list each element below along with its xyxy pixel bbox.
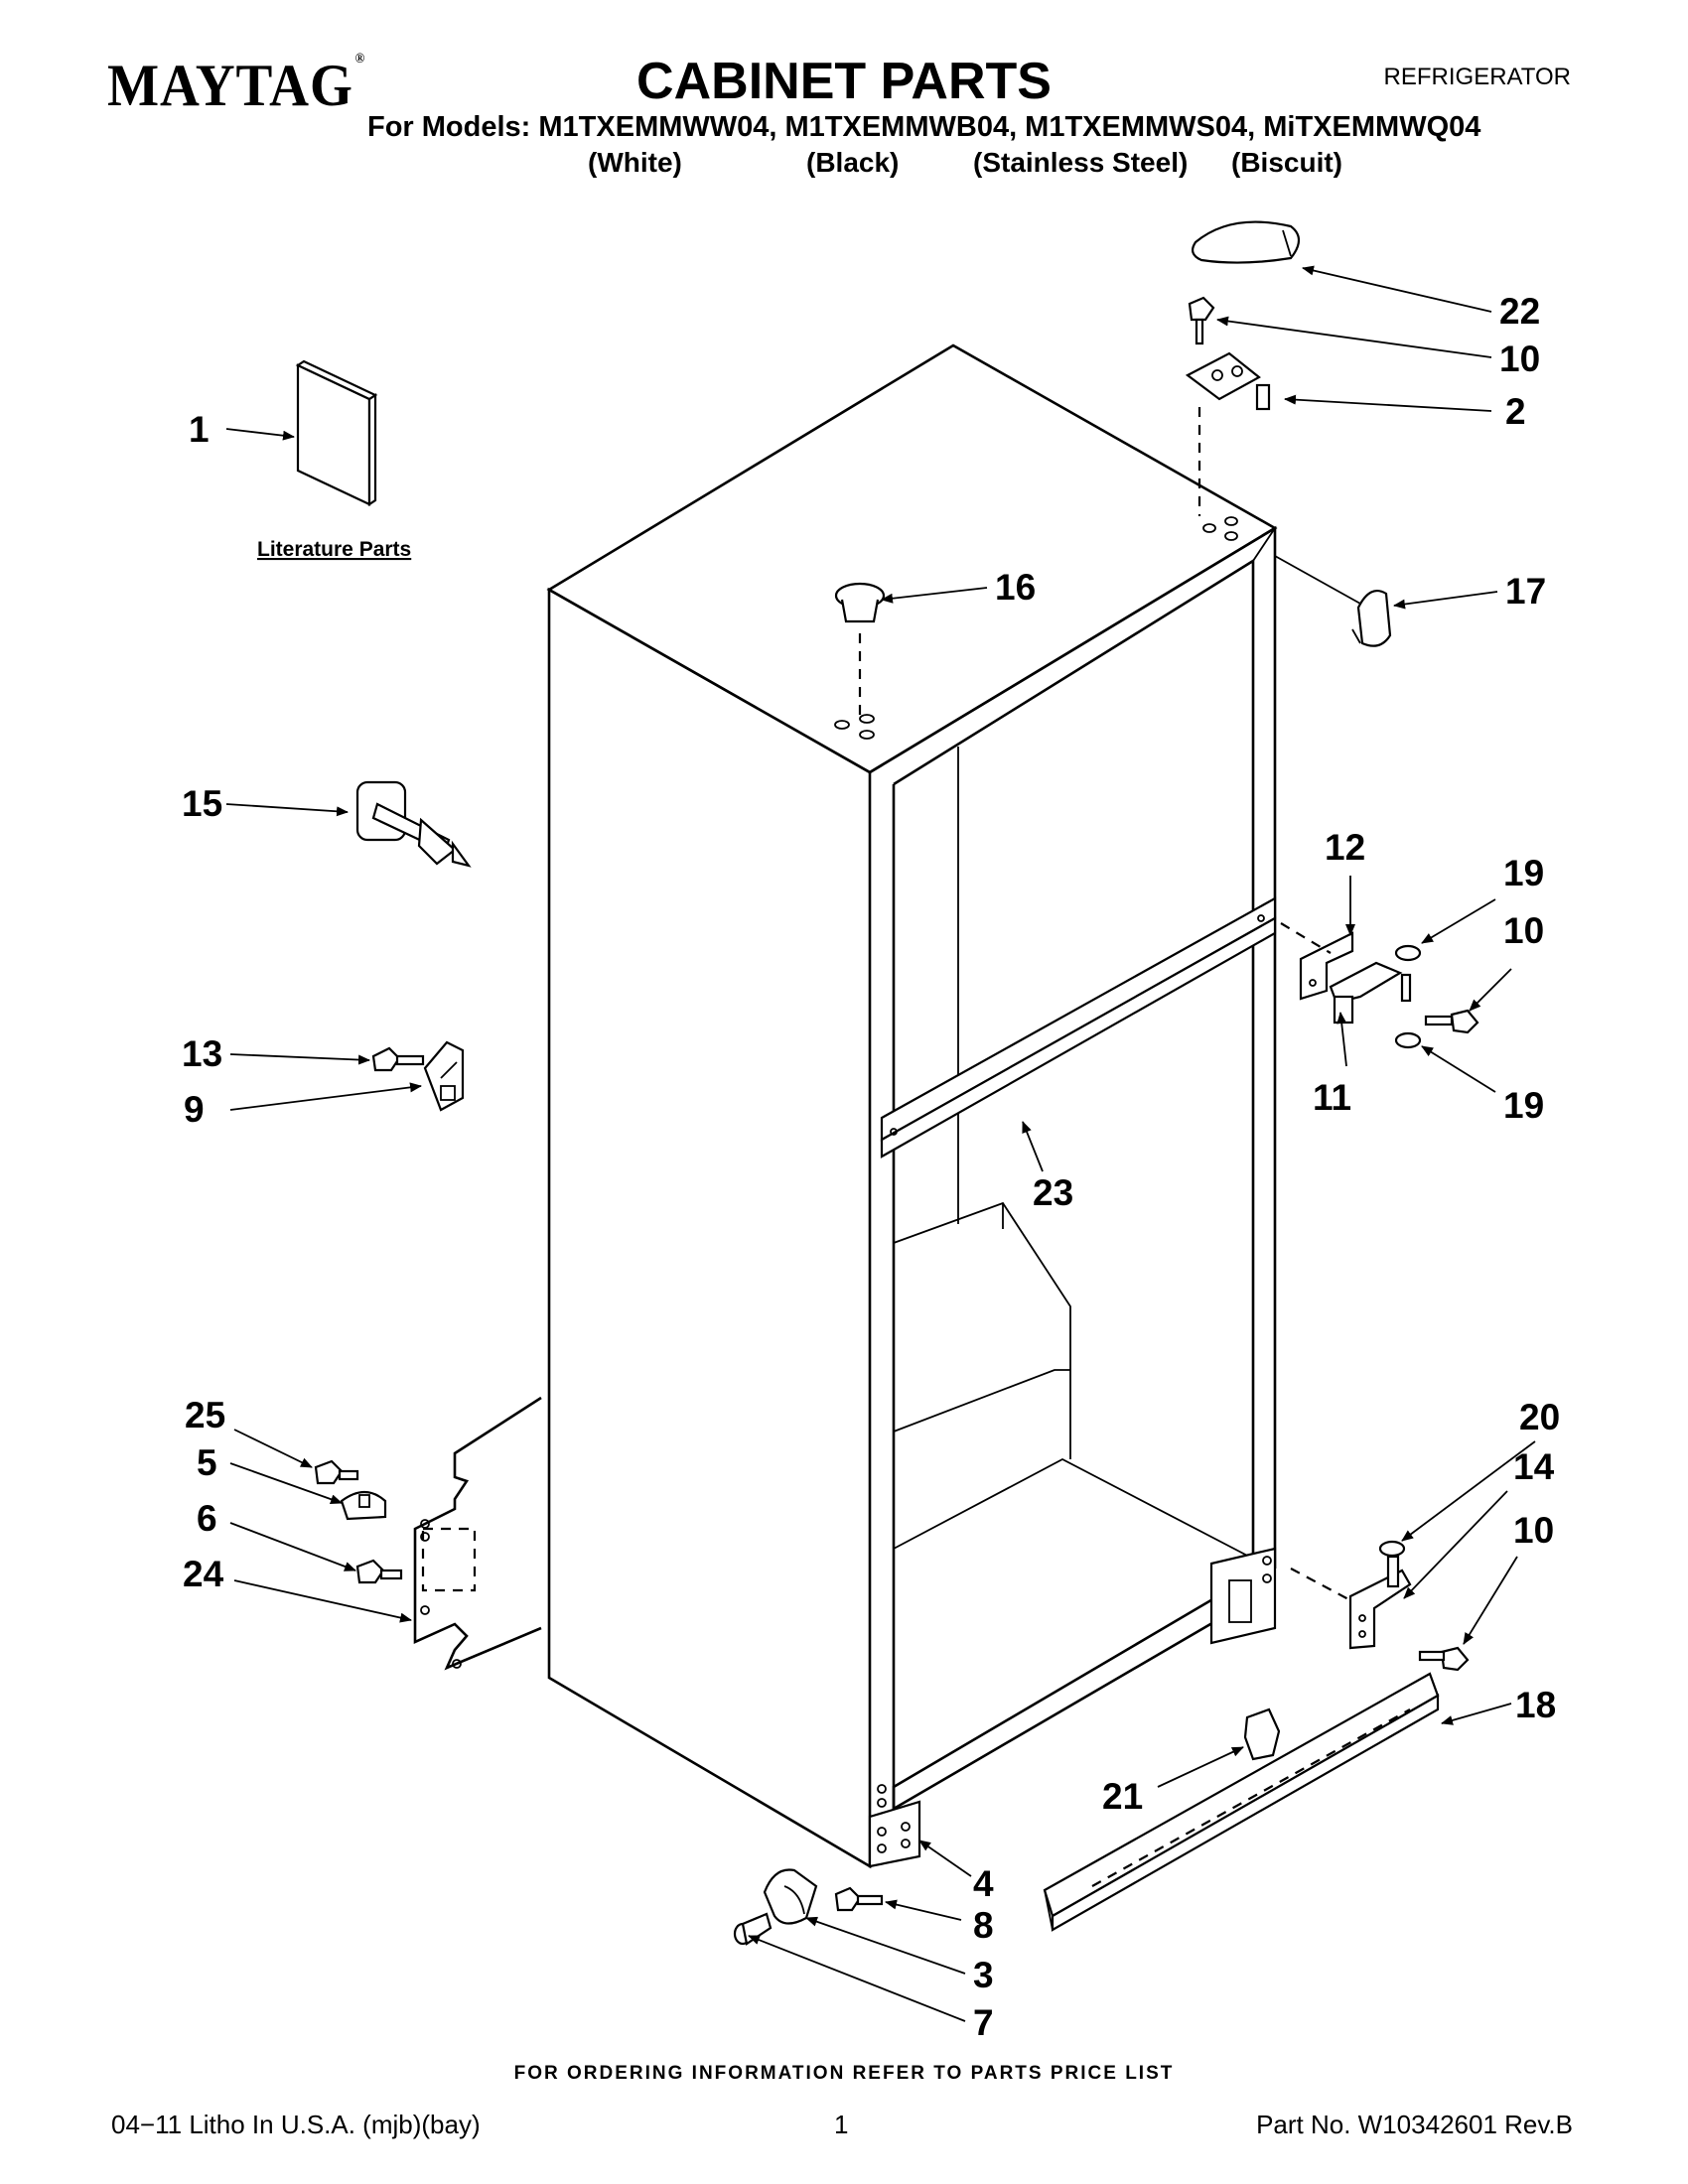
callout-4: 4 [973,1863,994,1904]
callout-5: 5 [197,1442,217,1483]
callout-11: 11 [1313,1077,1351,1118]
bottom-hinge-washer [1378,1540,1406,1558]
leveling-screw [834,1886,884,1912]
center-divider-bar [880,896,1277,1159]
finish-black: (Black) [806,147,900,178]
literature-booklet [295,359,378,507]
door-stop-clip [423,1040,465,1112]
callout-12: 12 [1325,827,1365,868]
brand-name: MAYTAG [107,53,353,118]
callout-3: 3 [973,1955,994,1995]
callout-2: 2 [1505,391,1526,432]
brand-logo: MAYTAG® [107,52,365,120]
callout-9: 9 [184,1089,205,1130]
callout-10-middle: 10 [1503,910,1544,951]
toe-grille [1043,1672,1440,1932]
callout-1: 1 [189,409,210,450]
hinge-bracket-screw-25 [314,1459,359,1485]
callout-17: 17 [1505,571,1546,612]
hinge-bracket-screw-6 [355,1559,403,1584]
callout-10-top: 10 [1499,339,1540,379]
finish-white: (White) [588,147,682,178]
top-plug [834,582,886,715]
callout-6: 6 [197,1498,217,1539]
callout-16: 16 [995,567,1036,608]
callout-7: 7 [973,2002,994,2043]
literature-parts-label: Literature Parts [257,538,411,561]
top-hinge [1185,351,1271,516]
callout-19-upper: 19 [1503,853,1544,893]
product-category: REFRIGERATOR [1383,64,1571,90]
bottom-hinge-screw [1418,1646,1470,1672]
top-hinge-cover [1192,220,1301,264]
bottom-hinge [1290,1555,1412,1650]
callout-22: 22 [1499,291,1540,332]
center-hinge-screw [1424,1009,1479,1034]
callout-13: 13 [182,1033,222,1074]
part-number: Part No. W10342601 Rev.B [1256,2110,1573,2139]
top-hinge-screw [1188,296,1215,345]
callout-14: 14 [1513,1446,1555,1487]
callout-24: 24 [183,1554,224,1594]
cabinet-trim-cap [1351,590,1392,647]
registered-mark: ® [354,52,366,67]
models-line: For Models: M1TXEMMWW04, M1TXEMMWB04, M1… [367,111,1481,143]
callout-8: 8 [973,1905,994,1946]
grille-clip [1243,1707,1281,1761]
callout-10-bottom: 10 [1513,1510,1554,1551]
callout-23: 23 [1033,1172,1073,1213]
center-hinge-washer-upper [1394,944,1422,962]
finish-biscuit: (Biscuit) [1231,147,1342,178]
litho-line: 04−11 Litho In U.S.A. (mjb)(bay) [111,2110,481,2139]
callout-19-lower: 19 [1503,1085,1544,1126]
callout-15: 15 [182,783,222,824]
callout-numbers: 1 22 10 2 16 17 15 12 19 10 11 19 13 9 2… [182,291,1560,2043]
door-stop-screw [371,1046,425,1072]
callout-18: 18 [1515,1685,1556,1725]
finish-stainless: (Stainless Steel) [973,147,1189,178]
page-title: CABINET PARTS [636,53,1052,110]
leveling-leg-bracket [763,1868,818,1925]
refrigerator-cabinet [413,343,1278,1869]
ordering-note: FOR ORDERING INFORMATION REFER TO PARTS … [513,2063,1175,2084]
center-hinge-washer-lower [1394,1031,1422,1049]
page-number: 1 [834,2110,849,2139]
leader-lines [225,265,1536,2022]
callout-21: 21 [1102,1776,1143,1817]
callout-25: 25 [185,1395,225,1435]
leveling-pin [733,1912,773,1946]
hinge-clamp [340,1490,387,1521]
center-hinge [1280,922,1412,1024]
door-stop-bracket [355,780,472,868]
callout-20: 20 [1519,1397,1560,1437]
